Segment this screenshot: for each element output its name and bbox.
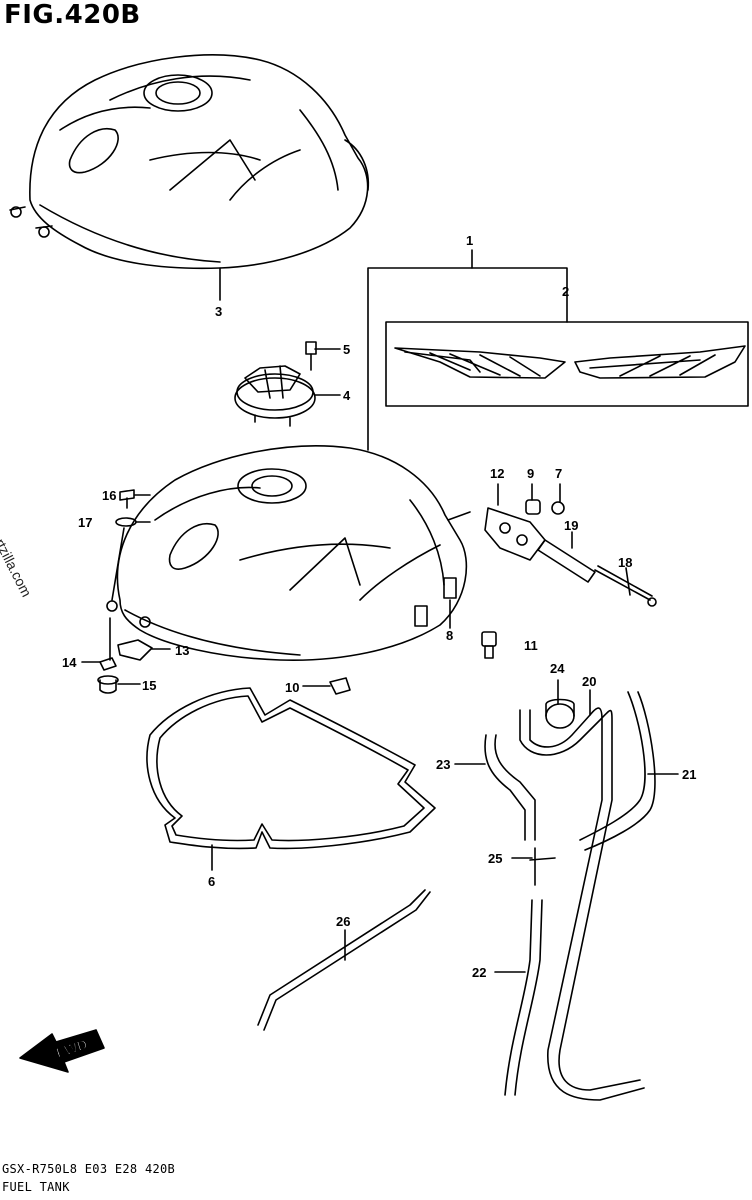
bolt-part-18[interactable] <box>594 565 657 607</box>
emblem-box-part-2[interactable] <box>385 321 749 407</box>
screw-part-5[interactable] <box>305 341 317 371</box>
callout-23: 23 <box>436 757 450 772</box>
hose-part-22[interactable] <box>504 899 543 1096</box>
fuel-cap-part-4[interactable] <box>234 365 316 427</box>
callout-18: 18 <box>618 555 632 570</box>
hose-part-21[interactable] <box>579 691 656 851</box>
callout-26: 26 <box>336 914 350 929</box>
callout-3: 3 <box>215 304 222 319</box>
callout-9: 9 <box>527 466 534 481</box>
collar-part-15[interactable] <box>97 675 119 694</box>
callout-21: 21 <box>682 767 696 782</box>
connector-part-25[interactable] <box>529 847 556 886</box>
callout-19: 19 <box>564 518 578 533</box>
hose-part-20[interactable] <box>519 707 645 1101</box>
callout-6: 6 <box>208 874 215 889</box>
callout-14: 14 <box>62 655 77 670</box>
callout-2: 2 <box>562 284 569 299</box>
cushion-part-14[interactable] <box>99 657 117 671</box>
callout-12: 12 <box>490 466 504 481</box>
bumper-part-11[interactable] <box>481 631 497 659</box>
fwd-arrow-icon: FWD <box>19 1029 105 1073</box>
footer-model: GSX-R750L8 E03 E28 420B <box>2 1162 176 1176</box>
seal-part-6[interactable] <box>146 687 436 850</box>
leader-18 <box>625 567 631 596</box>
hose-part-24[interactable] <box>545 698 575 729</box>
callout-10: 10 <box>285 680 299 695</box>
callout-11: 11 <box>524 638 538 653</box>
fuel-tank-main[interactable] <box>106 445 471 662</box>
bolt-part-7[interactable] <box>551 501 565 515</box>
callout-16: 16 <box>102 488 116 503</box>
callout-15: 15 <box>142 678 156 693</box>
bolt-part-16[interactable] <box>119 489 135 509</box>
rod-part-26[interactable] <box>257 889 431 1031</box>
callout-8: 8 <box>446 628 453 643</box>
callout-20: 20 <box>582 674 596 689</box>
callout-4: 4 <box>343 388 351 403</box>
callout-5: 5 <box>343 342 350 357</box>
clip-part-10[interactable] <box>329 677 351 695</box>
hose-part-23[interactable] <box>484 734 536 841</box>
callout-17: 17 <box>78 515 92 530</box>
bracket-part-13[interactable] <box>117 639 153 661</box>
tank-cover-part-3[interactable] <box>9 54 370 270</box>
pipe-part-19[interactable] <box>537 539 596 583</box>
callout-13: 13 <box>175 643 189 658</box>
fitting-part-9[interactable] <box>525 499 541 515</box>
plate-part-12[interactable] <box>484 507 546 561</box>
callout-24: 24 <box>550 661 565 676</box>
leader-17 <box>111 527 125 601</box>
footer-section: FUEL TANK <box>2 1180 70 1194</box>
callout-1: 1 <box>466 233 473 248</box>
callout-25: 25 <box>488 851 502 866</box>
leader-1b <box>471 267 568 323</box>
callout-22: 22 <box>472 965 486 980</box>
figure-title: FIG.420B <box>4 0 141 30</box>
callout-7: 7 <box>555 466 562 481</box>
leader-1 <box>367 249 473 451</box>
